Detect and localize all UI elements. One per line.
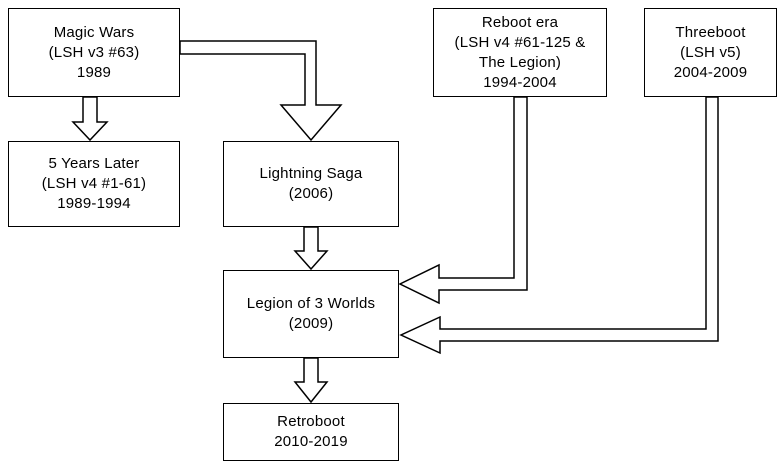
arrow-reboot-era-to-legion-of-3-worlds <box>398 96 528 305</box>
node-retroboot: Retroboot 2010-2019 <box>223 403 399 461</box>
node-reboot-era-title: Reboot era <box>481 13 559 31</box>
arrow-legion-of-3-worlds-to-retroboot <box>293 357 329 404</box>
node-magic-wars-title: Magic Wars <box>53 23 135 41</box>
node-threeboot-years: 2004-2009 <box>673 63 748 81</box>
node-reboot-era-series: The Legion) <box>478 53 562 71</box>
node-legion-of-3-worlds-title: Legion of 3 Worlds <box>246 295 376 312</box>
node-retroboot-years: 2010-2019 <box>274 433 348 450</box>
node-lightning-saga-title: Lightning Saga <box>259 165 363 182</box>
node-reboot-era-years: 1994-2004 <box>483 73 557 91</box>
node-magic-wars-years: 1989 <box>76 63 112 81</box>
arrow-magic-wars-to-five-years-later <box>71 96 109 142</box>
node-legion-of-3-worlds: Legion of 3 Worlds (2009) <box>223 270 399 358</box>
node-lightning-saga: Lightning Saga (2006) <box>223 141 399 227</box>
node-threeboot-title: Threeboot <box>675 23 746 41</box>
node-threeboot-issue: (LSH v5) <box>680 43 741 61</box>
node-magic-wars: Magic Wars (LSH v3 #63) 1989 <box>8 8 180 97</box>
node-five-years-later-years: 1989-1994 <box>57 195 131 212</box>
node-reboot-era-issue: (LSH v4 #61-125 & <box>454 33 586 51</box>
node-retroboot-title: Retroboot <box>277 413 345 430</box>
node-lightning-saga-year: (2006) <box>288 185 334 202</box>
node-five-years-later-issue: (LSH v4 #1-61) <box>41 175 147 192</box>
node-five-years-later: 5 Years Later (LSH v4 #1-61) 1989-1994 <box>8 141 180 227</box>
node-reboot-era: Reboot era (LSH v4 #61-125 & The Legion)… <box>433 8 607 97</box>
arrow-threeboot-to-legion-of-3-worlds <box>399 96 719 355</box>
arrow-lightning-saga-to-legion-of-3-worlds <box>293 226 329 271</box>
node-five-years-later-title: 5 Years Later <box>48 155 140 172</box>
node-magic-wars-issue: (LSH v3 #63) <box>48 43 140 61</box>
node-legion-of-3-worlds-year: (2009) <box>288 315 334 332</box>
node-threeboot: Threeboot (LSH v5) 2004-2009 <box>644 8 777 97</box>
arrow-magic-wars-to-lightning-saga <box>179 40 343 142</box>
